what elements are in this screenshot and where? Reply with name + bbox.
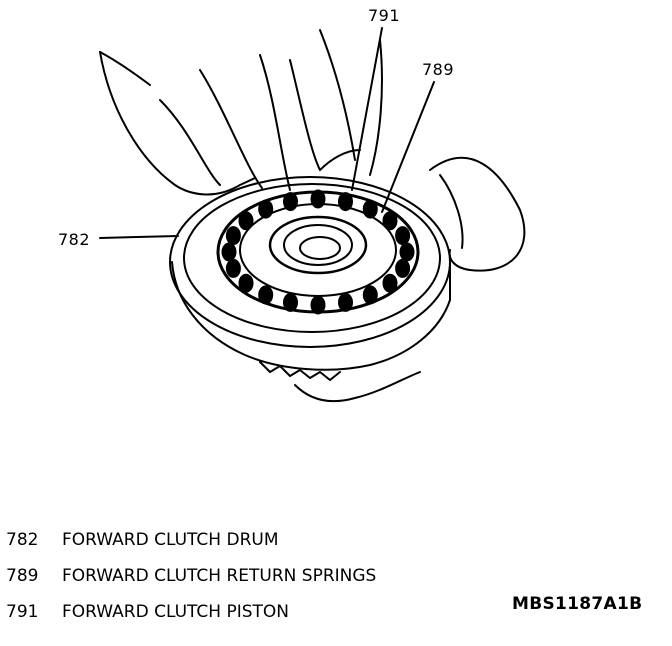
return-spring: [283, 192, 298, 212]
legend-text: FORWARD CLUTCH PISTON: [62, 602, 290, 622]
return-spring: [225, 258, 241, 278]
legend-number: 789: [6, 566, 39, 586]
legend-row-791: 791 FORWARD CLUTCH PISTON: [6, 602, 289, 622]
left-arm-lower: [99, 51, 151, 86]
return-spring: [338, 192, 353, 212]
drum-inner-rim: [183, 183, 441, 333]
callout-782: 782: [58, 230, 91, 249]
hub-mid: [283, 224, 353, 266]
return-spring: [283, 292, 298, 312]
callout-789: 789: [422, 60, 455, 79]
return-spring: [310, 295, 326, 315]
return-spring: [382, 211, 398, 231]
legend-number: 782: [6, 530, 39, 550]
legend-row-789: 789 FORWARD CLUTCH RETURN SPRINGS: [6, 566, 376, 586]
clutch-drum-illustration: [99, 27, 526, 403]
return-spring: [395, 258, 411, 278]
drum-wall: [171, 261, 451, 371]
legend-number: 791: [6, 602, 39, 622]
left-arm: [99, 51, 256, 196]
return-spring: [362, 199, 378, 219]
drum-base-teeth: [259, 361, 341, 381]
right-fingers: [319, 29, 383, 176]
right-arm: [429, 156, 526, 272]
return-spring: [395, 226, 411, 246]
return-spring: [238, 273, 254, 293]
return-spring: [382, 273, 398, 293]
hub-bore: [299, 236, 341, 260]
piston-outer: [216, 190, 420, 314]
leader-789: [381, 81, 435, 213]
return-spring: [258, 199, 274, 219]
return-spring: [258, 285, 274, 305]
callout-791: 791: [368, 6, 401, 25]
legend-text: FORWARD CLUTCH RETURN SPRINGS: [62, 566, 377, 586]
right-arm-thumb: [439, 174, 464, 249]
return-spring: [225, 226, 241, 246]
legend-row-782: 782 FORWARD CLUTCH DRUM: [6, 530, 279, 550]
left-fingers: [159, 54, 291, 191]
bottom-hand: [294, 371, 421, 403]
leader-782: [99, 235, 179, 239]
return-spring: [221, 242, 237, 262]
legend-text: FORWARD CLUTCH DRUM: [62, 530, 279, 550]
return-spring: [362, 285, 378, 305]
leader-791: [351, 27, 383, 191]
return-spring: [399, 242, 415, 262]
return-spring: [338, 292, 353, 312]
hub-outer: [268, 215, 368, 275]
figure-code: MBS1187A1B: [512, 594, 643, 614]
return-spring: [238, 211, 254, 231]
return-spring: [310, 189, 326, 209]
right-hand: [289, 59, 361, 171]
return-springs: [221, 189, 415, 315]
